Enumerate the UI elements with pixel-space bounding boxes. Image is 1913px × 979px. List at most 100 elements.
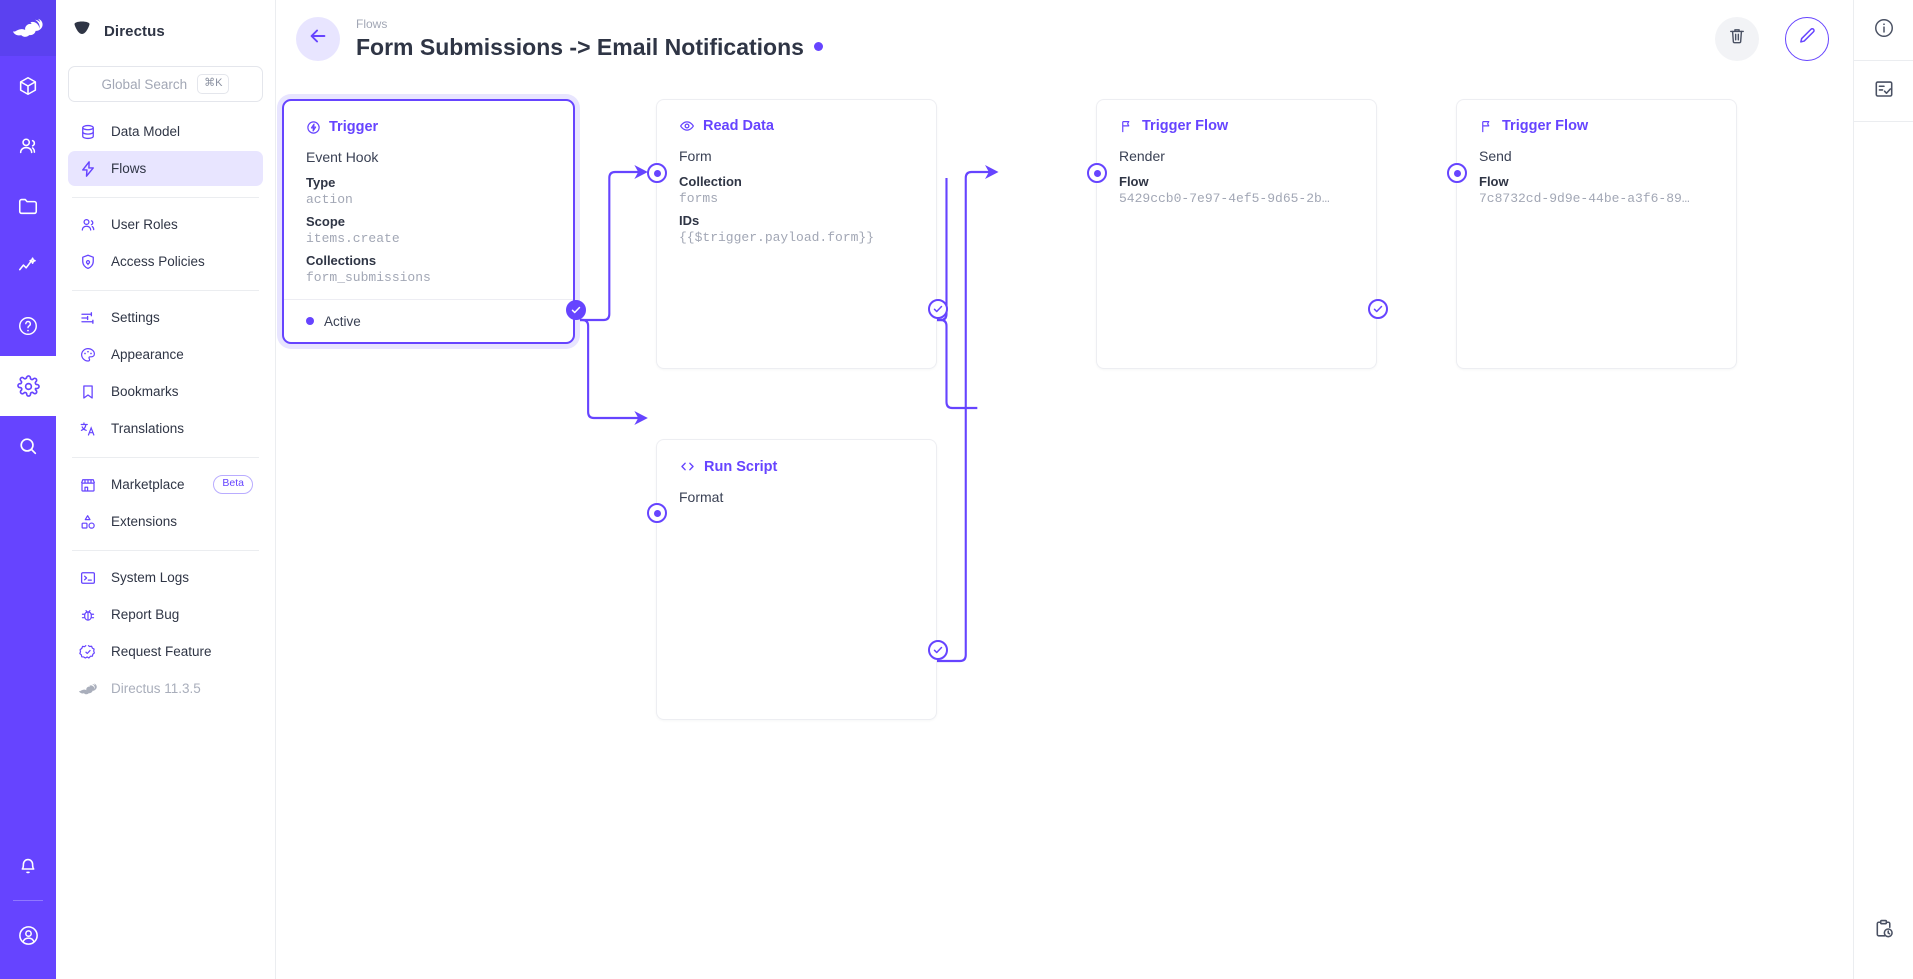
sidebar-divider bbox=[72, 550, 259, 551]
sidebar-item-appearance[interactable]: Appearance bbox=[68, 337, 263, 372]
flag-icon bbox=[1119, 119, 1134, 134]
sidebar-divider bbox=[72, 290, 259, 291]
sidebar-item-label: Extensions bbox=[111, 514, 178, 529]
port-resolve-trigger[interactable] bbox=[566, 300, 586, 320]
flow-node-trigger-flow-send[interactable]: Trigger Flow Send Flow 7c8732cd-9d9e-44b… bbox=[1447, 99, 1737, 369]
sidebar-item-user-roles[interactable]: User Roles bbox=[68, 207, 263, 242]
files-folder-icon bbox=[17, 195, 39, 217]
logs-sidebar-button[interactable] bbox=[1854, 61, 1913, 121]
insights-icon bbox=[17, 255, 39, 277]
port-resolve-read-data[interactable] bbox=[928, 299, 948, 319]
title-block: Flows Form Submissions -> Email Notifica… bbox=[356, 16, 823, 62]
module-rail-item-settings-gear-icon[interactable] bbox=[0, 356, 56, 416]
field-value: 7c8732cd-9d9e-44be-a3f6-89… bbox=[1479, 191, 1690, 206]
pencil-icon bbox=[1797, 26, 1817, 51]
flag-icon bbox=[1479, 119, 1494, 134]
module-rail-item-insights-icon[interactable] bbox=[0, 236, 56, 296]
sidebar-item-label: Bookmarks bbox=[111, 384, 179, 399]
sidebar-item-access-policies[interactable]: Access Policies bbox=[68, 244, 263, 279]
port-resolve-trigger-flow-render[interactable] bbox=[1368, 299, 1388, 319]
module-rail-item-content-cube-icon[interactable] bbox=[0, 56, 56, 116]
flow-node-trigger[interactable]: Trigger Event Hook Type action Scope ite… bbox=[282, 99, 586, 344]
field-label: Flow bbox=[1119, 174, 1149, 189]
sidebar-item-system-logs[interactable]: System Logs bbox=[68, 560, 263, 595]
sidebar-item-version: Directus 11.3.5 bbox=[68, 671, 263, 706]
sidebar-item-label: Access Policies bbox=[111, 254, 205, 269]
info-sidebar-button[interactable] bbox=[1854, 0, 1913, 60]
module-rail bbox=[0, 0, 56, 979]
main-region: Flows Form Submissions -> Email Notifica… bbox=[276, 0, 1853, 979]
module-rail-item-notifications-bell-icon[interactable] bbox=[0, 836, 56, 896]
node-subtitle: Format bbox=[679, 489, 724, 505]
sidebar-item-report-bug[interactable]: Report Bug bbox=[68, 597, 263, 632]
field-value: form_submissions bbox=[306, 270, 431, 285]
port-input-trigger-flow-send[interactable] bbox=[1447, 163, 1467, 183]
terminal-icon bbox=[78, 568, 97, 587]
right-sidebar bbox=[1853, 0, 1913, 979]
field-label: IDs bbox=[679, 213, 700, 228]
flow-canvas[interactable]: Trigger Event Hook Type action Scope ite… bbox=[276, 77, 1853, 979]
sidebar-item-label: Translations bbox=[111, 421, 185, 436]
sidebar-item-data-model[interactable]: Data Model bbox=[68, 114, 263, 149]
delete-flow-button[interactable] bbox=[1715, 16, 1759, 61]
sidebar-item-extensions[interactable]: Extensions bbox=[68, 504, 263, 539]
palette-icon bbox=[78, 345, 97, 364]
edit-flow-button[interactable] bbox=[1785, 16, 1829, 61]
help-circle-icon bbox=[17, 315, 39, 337]
users-icon bbox=[78, 215, 97, 234]
page-title-text: Form Submissions -> Email Notifications bbox=[356, 33, 804, 60]
status-label: Active bbox=[324, 313, 361, 329]
sidebar-item-request-feature[interactable]: Request Feature bbox=[68, 634, 263, 669]
trigger-status: Active bbox=[284, 299, 573, 342]
flow-history-button[interactable] bbox=[1854, 901, 1913, 961]
field-value: action bbox=[306, 192, 353, 207]
notifications-bell-icon bbox=[17, 855, 39, 877]
global-search-input[interactable]: Global Search ⌘K bbox=[68, 66, 263, 102]
field-label: Collection bbox=[679, 174, 742, 189]
settings-gear-icon bbox=[16, 374, 40, 398]
module-rail-item-directus-logo-icon[interactable] bbox=[0, 0, 56, 56]
sidebar-item-translations[interactable]: Translations bbox=[68, 411, 263, 446]
field-value: items.create bbox=[306, 231, 400, 246]
directus-rabbit-icon bbox=[78, 679, 97, 698]
port-resolve-run-script[interactable] bbox=[928, 640, 948, 660]
feature-check-icon bbox=[78, 642, 97, 661]
port-input-run-script[interactable] bbox=[647, 503, 667, 523]
sidebar-item-marketplace[interactable]: Marketplace Beta bbox=[68, 467, 263, 502]
sidebar-item-label: Report Bug bbox=[111, 607, 180, 622]
flow-node-trigger-flow-render[interactable]: Trigger Flow Render Flow 5429ccb0-7e97-4… bbox=[1087, 99, 1388, 369]
sidebar-brand-label: Directus bbox=[104, 22, 165, 40]
settings-sidebar: Directus Global Search ⌘K Data Model Flo… bbox=[56, 0, 276, 979]
breadcrumb[interactable]: Flows bbox=[356, 16, 388, 31]
sidebar-item-bookmarks[interactable]: Bookmarks bbox=[68, 374, 263, 409]
sidebar-divider bbox=[72, 197, 259, 198]
page-title: Form Submissions -> Email Notifications bbox=[356, 32, 823, 62]
sidebar-item-label: Settings bbox=[111, 310, 160, 325]
users-icon bbox=[17, 135, 39, 157]
module-rail-item-search-icon[interactable] bbox=[0, 416, 56, 476]
sidebar-item-label: Marketplace bbox=[111, 477, 185, 492]
node-type-label: Trigger bbox=[329, 119, 379, 135]
back-button[interactable] bbox=[296, 16, 340, 61]
right-sidebar-divider bbox=[1854, 121, 1913, 122]
content-cube-icon bbox=[17, 75, 39, 97]
flow-node-run-script[interactable]: Run Script Format bbox=[647, 439, 948, 720]
sidebar-item-settings[interactable]: Settings bbox=[68, 300, 263, 335]
status-dot bbox=[306, 317, 314, 325]
port-input-read-data[interactable] bbox=[647, 163, 667, 183]
node-header: Trigger bbox=[306, 119, 553, 135]
module-rail-item-help-circle-icon[interactable] bbox=[0, 296, 56, 356]
sidebar-item-flows[interactable]: Flows bbox=[68, 151, 263, 186]
module-rail-item-users-icon[interactable] bbox=[0, 116, 56, 176]
search-icon bbox=[17, 435, 39, 457]
port-input-trigger-flow-render[interactable] bbox=[1087, 163, 1107, 183]
sidebar-item-label: Flows bbox=[111, 161, 147, 176]
node-subtitle: Form bbox=[679, 148, 712, 164]
flow-node-read-data[interactable]: Read Data Form Collection forms IDs {{$t… bbox=[647, 99, 948, 369]
node-subtitle: Send bbox=[1479, 148, 1512, 164]
module-rail-item-account-avatar-icon[interactable] bbox=[0, 905, 56, 965]
module-rail-item-files-folder-icon[interactable] bbox=[0, 176, 56, 236]
eye-icon bbox=[679, 118, 695, 134]
directus-logo-icon bbox=[13, 17, 43, 39]
marketplace-beta-badge: Beta bbox=[213, 475, 253, 494]
